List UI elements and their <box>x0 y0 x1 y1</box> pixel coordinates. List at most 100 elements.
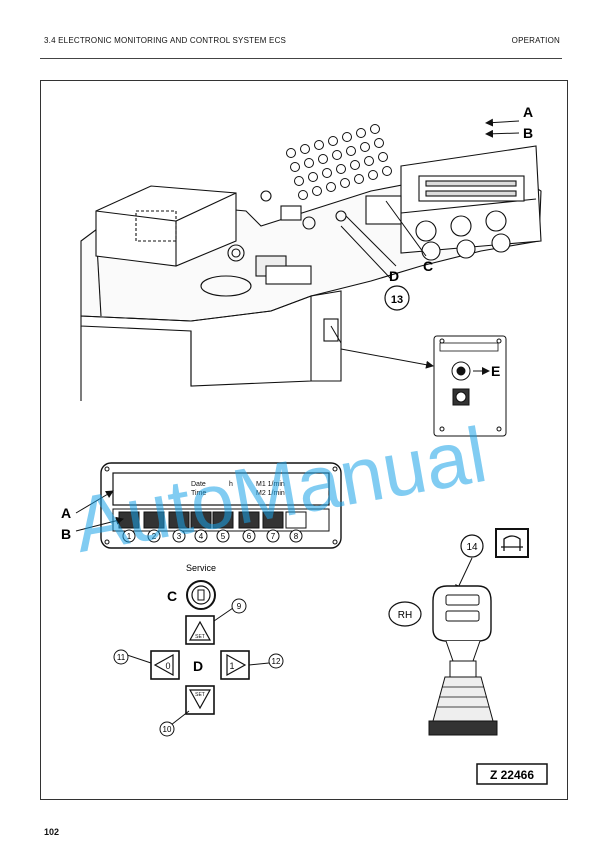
rh-label: RH <box>388 601 422 627</box>
display-key-3 <box>168 511 190 529</box>
callout-b-top: B <box>523 125 533 141</box>
chapter-header: OPERATION <box>511 36 560 45</box>
joystick-icon-box <box>495 528 529 558</box>
callout-14: 14 <box>460 534 484 558</box>
keypad-down: SET <box>185 685 215 715</box>
key-number-4: 4 <box>194 529 208 543</box>
svg-text:8: 8 <box>294 532 299 541</box>
callout-10: 10 <box>159 721 175 737</box>
callout-b-display: B <box>61 526 71 542</box>
key-number-2: 2 <box>147 529 161 543</box>
callout-c-top: C <box>423 258 433 274</box>
figure-reference: Z 22466 <box>476 763 548 785</box>
svg-text:2: 2 <box>152 532 157 541</box>
dashboard-knob <box>304 158 314 168</box>
svg-text:Date: Date <box>191 481 206 488</box>
svg-text:SET: SET <box>195 634 205 640</box>
dashboard-knob <box>318 154 328 164</box>
key-number-1: 1 <box>122 529 136 543</box>
callout-d-top: D <box>389 268 399 284</box>
callout-12: 12 <box>268 653 284 669</box>
callout-9: 9 <box>231 598 247 614</box>
svg-text:1: 1 <box>229 661 234 671</box>
callout-a-display: A <box>61 505 71 521</box>
service-button <box>186 580 216 610</box>
dashboard-knob <box>308 172 318 182</box>
dashboard-knob <box>286 148 296 158</box>
dashboard-knob <box>354 174 364 184</box>
dashboard-knob <box>336 164 346 174</box>
leader-lines-keypad <box>126 607 270 726</box>
key-number-7: 7 <box>266 529 280 543</box>
service-label: Service <box>186 563 216 573</box>
dashboard-knob <box>350 160 360 170</box>
technical-illustration: A B C D E 13 Date h M1 1/min Time M2 1/m… <box>61 104 548 785</box>
dashboard-knob <box>346 146 356 156</box>
svg-text:h: h <box>229 481 233 488</box>
dashboard-knob <box>332 150 342 160</box>
key-number-6: 6 <box>242 529 256 543</box>
dashboard-knob <box>370 124 380 134</box>
dashboard-knob <box>342 132 352 142</box>
display-key-4 <box>190 511 212 529</box>
dashboard-knob <box>300 144 310 154</box>
svg-text:0: 0 <box>165 661 170 671</box>
dashboard-knob <box>340 178 350 188</box>
key-numbers: 1 2 3 4 5 6 7 8 <box>122 529 303 543</box>
svg-text:Z 22466: Z 22466 <box>490 768 534 782</box>
dashboard-knob <box>314 140 324 150</box>
callout-11: 11 <box>113 649 129 665</box>
section-header: 3.4 ELECTRONIC MONITORING AND CONTROL SY… <box>44 36 287 45</box>
display-text: Date h M1 1/min Time M2 1/min <box>191 481 285 497</box>
dashboard-knob <box>356 128 366 138</box>
dashboard-drawing <box>80 145 542 401</box>
callout-13: 13 <box>384 285 410 311</box>
dashboard-knob <box>374 138 384 148</box>
svg-text:9: 9 <box>237 602 242 611</box>
dashboard-knob <box>312 186 322 196</box>
dashboard-knob <box>290 162 300 172</box>
display-key-5 <box>212 511 234 529</box>
keypad-left: 0 <box>150 650 180 680</box>
svg-text:6: 6 <box>247 532 252 541</box>
svg-text:3: 3 <box>177 532 182 541</box>
joystick-drawing <box>428 585 498 736</box>
svg-text:13: 13 <box>391 294 403 306</box>
display-key-7 <box>262 511 284 529</box>
svg-text:1: 1 <box>127 532 132 541</box>
display-key-6 <box>238 511 260 529</box>
svg-text:RH: RH <box>398 610 412 621</box>
leader-lines-top <box>330 118 520 369</box>
svg-text:12: 12 <box>272 657 281 666</box>
dashboard-knob <box>326 182 336 192</box>
display-keys <box>118 511 307 529</box>
svg-text:M2 1/min: M2 1/min <box>256 490 285 497</box>
dashboard-knob <box>360 142 370 152</box>
dashboard-knob <box>298 190 308 200</box>
dashboard-knob <box>378 152 388 162</box>
dashboard-knob <box>322 168 332 178</box>
dashboard-knob <box>294 176 304 186</box>
leader-lines-display <box>75 490 124 532</box>
svg-text:4: 4 <box>199 532 204 541</box>
callout-a-top: A <box>523 104 533 120</box>
key-number-8: 8 <box>289 529 303 543</box>
svg-text:10: 10 <box>163 725 172 734</box>
display-key-2 <box>143 511 165 529</box>
page-number: 102 <box>44 827 60 837</box>
header-rule <box>40 58 562 59</box>
service-panel-e <box>433 335 507 437</box>
knob-grid <box>286 124 392 200</box>
dashboard-knob <box>382 166 392 176</box>
display-key-8 <box>285 511 307 529</box>
svg-text:M1 1/min: M1 1/min <box>256 481 285 488</box>
callout-e: E <box>491 363 500 379</box>
figure-frame: A B C D E 13 Date h M1 1/min Time M2 1/m… <box>40 80 568 800</box>
callout-c-keypad: C <box>167 588 177 604</box>
keypad-right: 1 <box>220 650 250 680</box>
svg-text:5: 5 <box>221 532 226 541</box>
dashboard-knob <box>328 136 338 146</box>
callout-d-keypad: D <box>193 658 203 674</box>
svg-text:7: 7 <box>271 532 276 541</box>
